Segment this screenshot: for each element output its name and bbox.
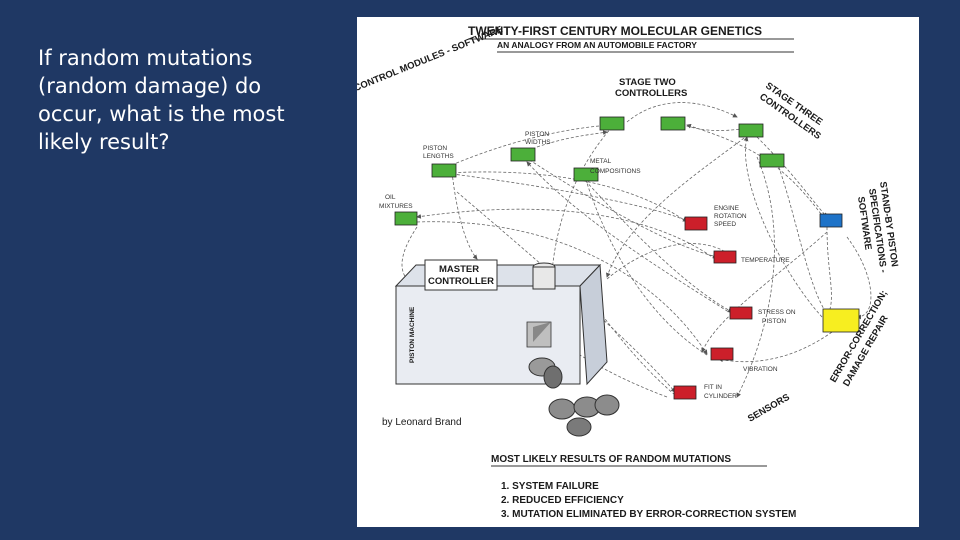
- stage-three-controller: [759, 153, 785, 168]
- stage-two-controller: [599, 116, 625, 131]
- sensors-label: SENSORS: [746, 392, 792, 425]
- arrow: [451, 171, 478, 260]
- module-oil-mixtures: [394, 211, 418, 226]
- diagram-subtitle: AN ANALOGY FROM AN AUTOMOBILE FACTORY: [497, 40, 697, 50]
- arrow: [524, 156, 718, 259]
- arrow: [416, 221, 708, 355]
- result-item: 3. MUTATION ELIMINATED BY ERROR-CORRECTI…: [501, 509, 796, 520]
- label-piston-widths-1: PISTON: [525, 131, 549, 138]
- stage-two-label-1: STAGE TWO: [619, 77, 676, 88]
- label-fit-1: FIT IN: [704, 384, 722, 391]
- question-line: likely result?: [38, 130, 170, 154]
- error-correction-box: [822, 308, 860, 333]
- label-piston-lengths-1: PISTON: [423, 145, 447, 152]
- arrow: [756, 136, 828, 218]
- label-engine-3: SPEED: [714, 221, 736, 228]
- label-oil-mixtures-2: MIXTURES: [379, 203, 413, 210]
- label-temperature: TEMPERATURE: [741, 257, 790, 264]
- arrow: [605, 131, 753, 278]
- piston-part: [548, 398, 576, 420]
- machine-chute-shade: [533, 322, 551, 342]
- arrow: [701, 231, 828, 353]
- label-vibration: VIBRATION: [743, 366, 778, 373]
- label-metal-compositions-2: COMPOSITIONS: [590, 168, 641, 175]
- arrow: [549, 126, 613, 273]
- arrow: [846, 236, 872, 320]
- module-piston-lengths: [431, 163, 457, 178]
- diagram-panel: TWENTY-FIRST CENTURY MOLECULAR GENETICS …: [357, 17, 919, 527]
- sensor-vibration: [710, 347, 734, 361]
- arrow: [401, 226, 418, 288]
- label-metal-compositions-1: METAL: [590, 158, 612, 165]
- diagram-title: TWENTY-FIRST CENTURY MOLECULAR GENETICS: [468, 24, 762, 38]
- label-engine-2: ROTATION: [714, 213, 747, 220]
- label-oil-mixtures-1: OIL: [385, 194, 396, 201]
- machine-side: [579, 263, 608, 386]
- stage-two-label-2: CONTROLLERS: [615, 88, 687, 99]
- module-piston-widths: [510, 147, 536, 162]
- piston-part: [594, 394, 620, 416]
- sensor-fit-in-cylinder: [673, 385, 697, 400]
- arrow: [776, 161, 830, 318]
- arrow: [743, 136, 823, 318]
- module-metal-compositions: [573, 167, 599, 182]
- master-controller-box: [424, 259, 498, 291]
- arrow: [606, 243, 731, 280]
- arrow: [416, 208, 716, 260]
- control-modules-label: CONTROL MODULES - SOFTWARE: [357, 24, 504, 94]
- output-pistons: [528, 357, 620, 437]
- label-fit-2: CYLINDER: [704, 393, 737, 400]
- master-controller-label-1: MASTER: [439, 264, 479, 275]
- question-line: If random mutations: [38, 46, 253, 70]
- piston-cylinder: [532, 266, 556, 290]
- arrow: [446, 122, 613, 168]
- stage-three-controller: [738, 123, 764, 138]
- arrow: [826, 226, 832, 318]
- sensor-stress-on-piston: [729, 306, 753, 320]
- label-piston-lengths-2: LENGTHS: [423, 153, 454, 160]
- credit-text: by Leonard Brand: [382, 417, 462, 428]
- result-item: 1. SYSTEM FAILURE: [501, 481, 599, 492]
- arrow: [446, 170, 688, 223]
- arrow: [686, 123, 828, 223]
- genetics-diagram: TWENTY-FIRST CENTURY MOLECULAR GENETICS …: [357, 24, 900, 520]
- result-item: 2. REDUCED EFFICIENCY: [501, 495, 624, 506]
- question-text: If random mutations (random damage) do o…: [38, 44, 338, 156]
- label-piston-widths-2: WIDTHS: [525, 139, 551, 146]
- master-controller-label-2: CONTROLLER: [428, 276, 494, 287]
- arrow: [536, 130, 608, 148]
- arrow: [526, 161, 733, 315]
- stage-two-controller: [660, 116, 686, 131]
- results-title: MOST LIKELY RESULTS OF RANDOM MUTATIONS: [491, 454, 731, 465]
- label-engine-1: ENGINE: [714, 205, 740, 212]
- question-line: (random damage) do: [38, 74, 262, 98]
- arrow: [718, 331, 833, 363]
- piston-part: [566, 417, 592, 437]
- sensor-engine-rotation-speed: [684, 216, 708, 231]
- arrow: [626, 102, 738, 123]
- piston-machine-label: PISTON MACHINE: [409, 306, 416, 363]
- arrow: [554, 276, 676, 396]
- arrow: [581, 176, 733, 313]
- piston-part: [543, 365, 563, 389]
- arrow: [583, 176, 708, 356]
- sensor-temperature: [713, 250, 737, 264]
- question-line: occur, what is the most: [38, 102, 285, 126]
- standby-specifications-box: [819, 213, 843, 228]
- label-stress-2: PISTON: [762, 318, 786, 325]
- arrow: [436, 171, 688, 222]
- label-stress-1: STRESS ON: [758, 309, 796, 316]
